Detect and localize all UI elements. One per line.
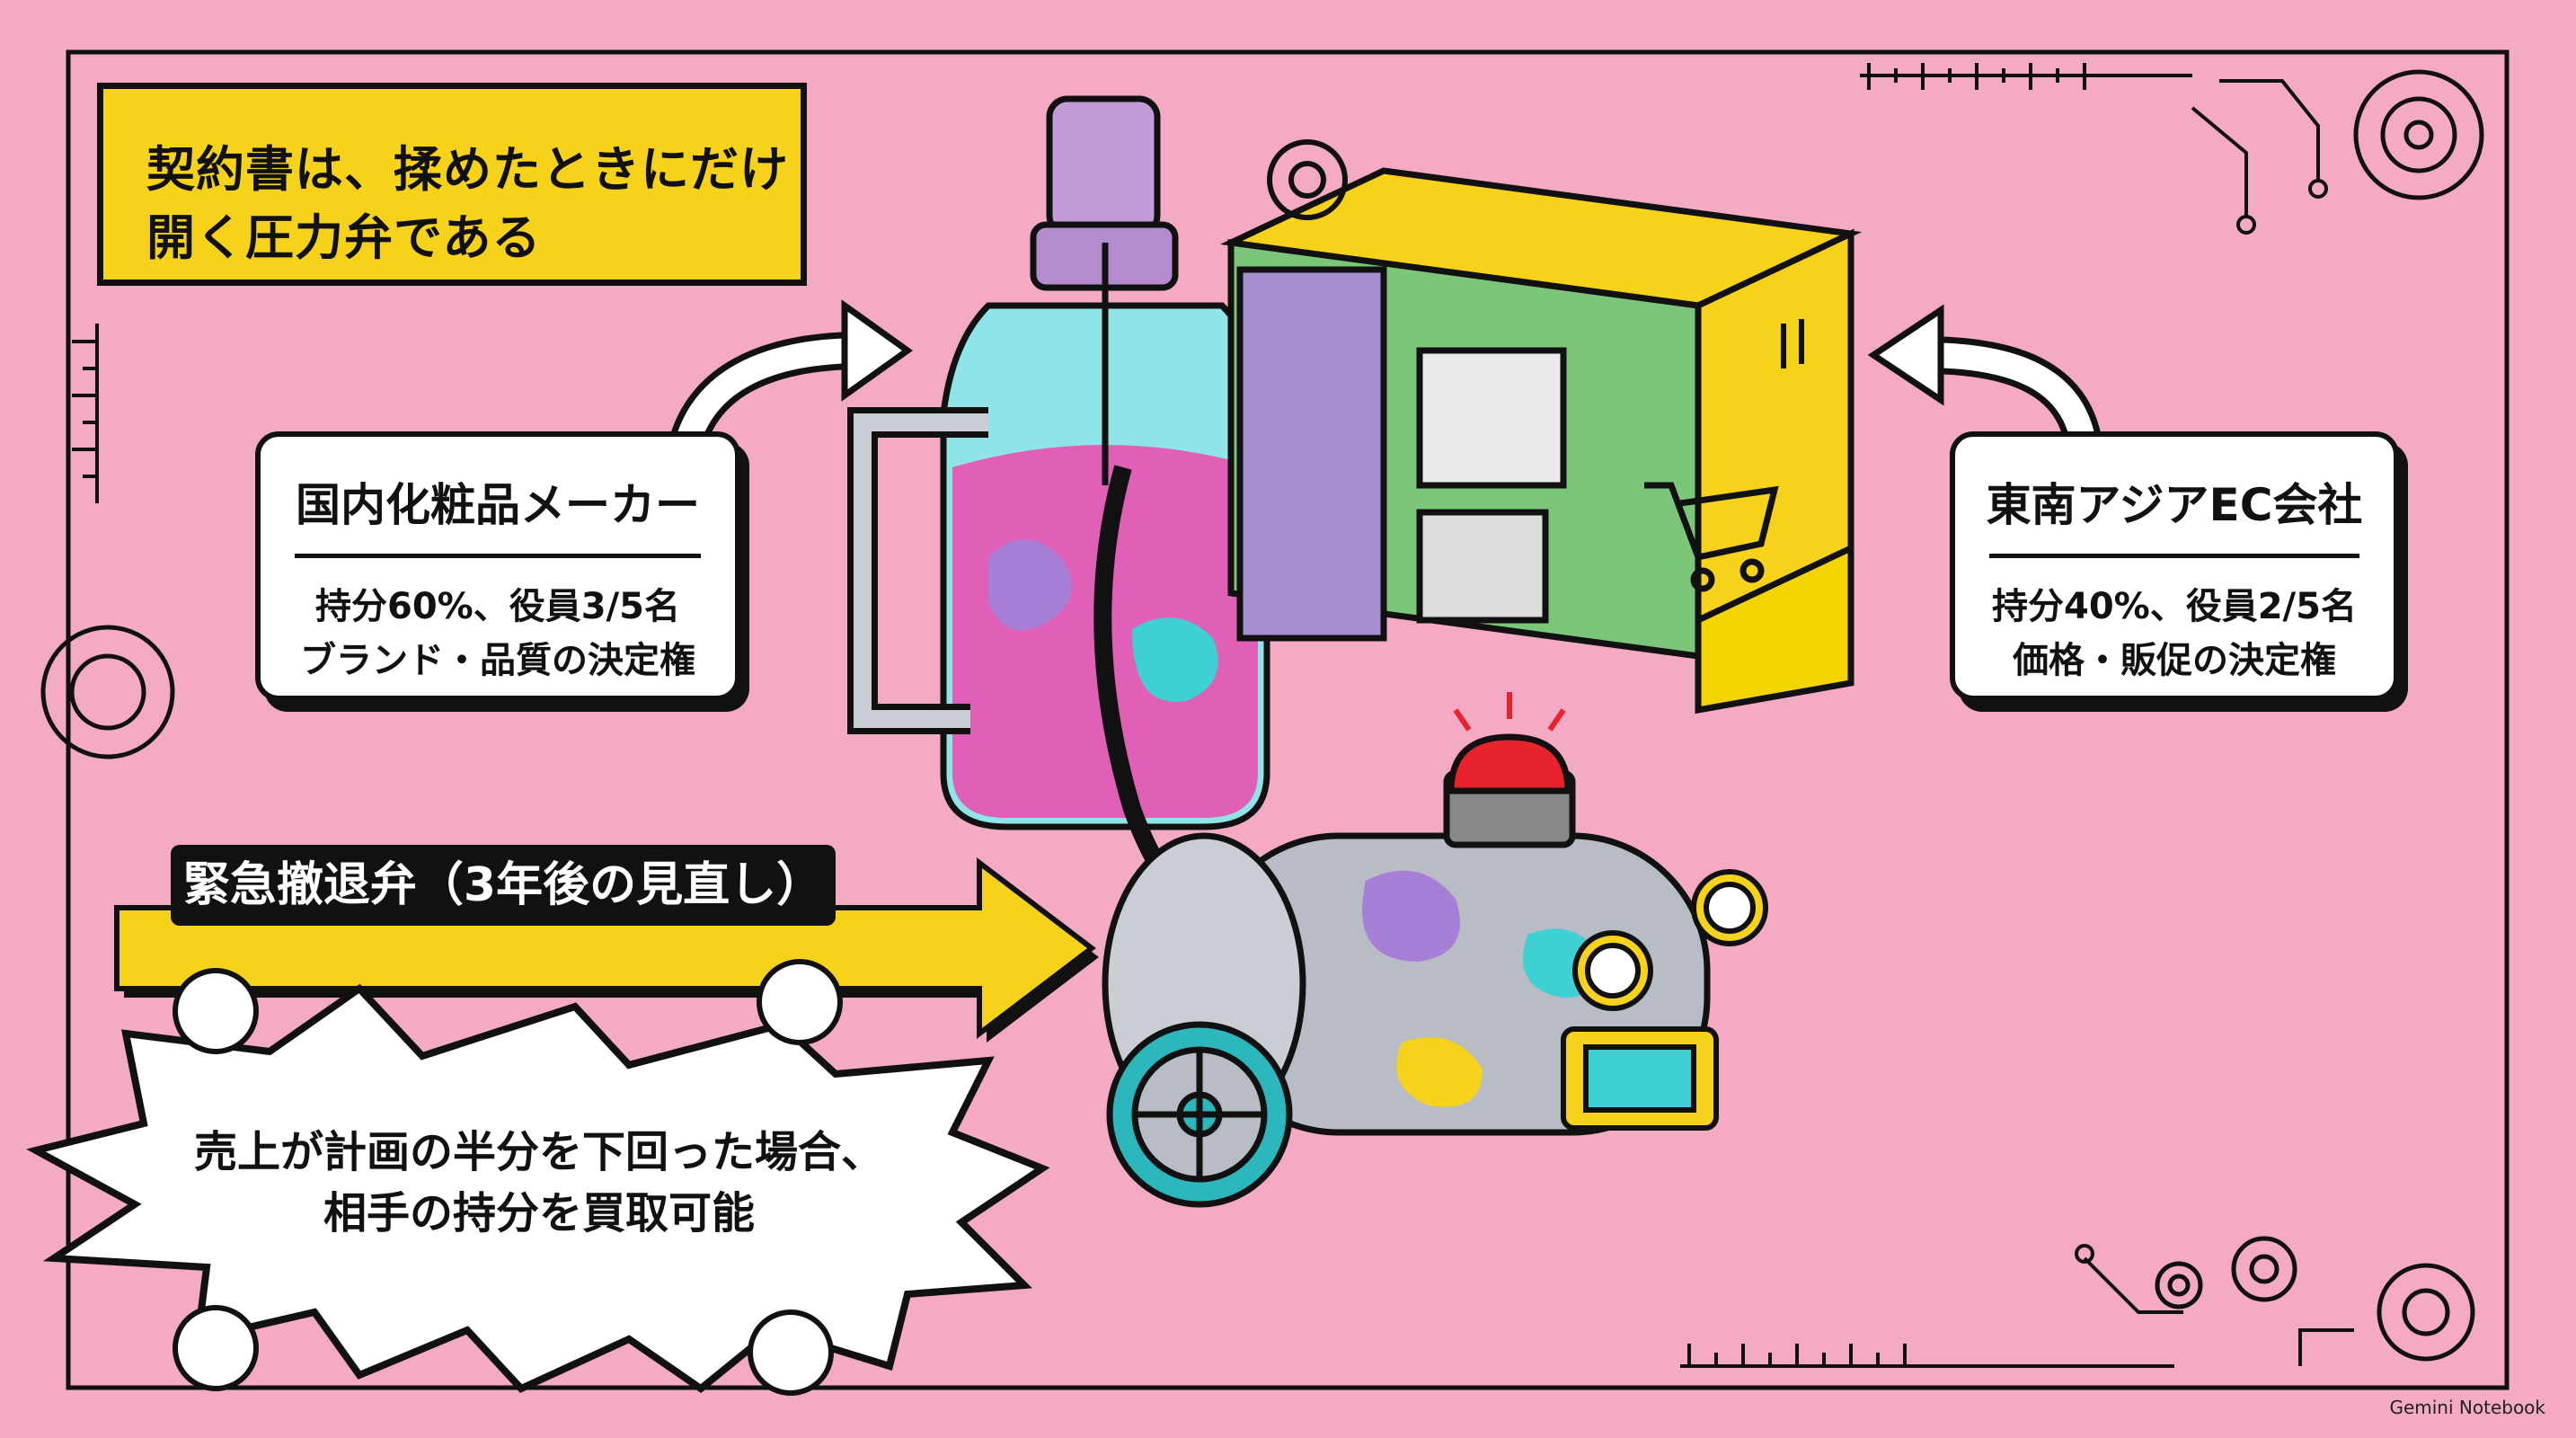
burst-shape bbox=[26, 959, 1050, 1396]
right-party-divider bbox=[1989, 554, 2359, 558]
title-text: 契約書は、揉めたときにだけ 開く圧力弁である bbox=[146, 136, 789, 272]
emergency-valve-label: 緊急撤退弁（3年後の見直し） bbox=[171, 845, 836, 926]
title-box: 契約書は、揉めたときにだけ 開く圧力弁である bbox=[97, 83, 807, 286]
emergency-arrow bbox=[114, 857, 1099, 1043]
right-party-name: 東南アジアEC会社 bbox=[1986, 479, 2363, 531]
alarm-light-icon bbox=[1447, 692, 1571, 794]
condition-line-2: 相手の持分を買取可能 bbox=[323, 1188, 755, 1238]
left-party-line-1: 持分60%、役員3/5名 bbox=[314, 586, 680, 627]
watermark: Gemini Notebook bbox=[2389, 1397, 2545, 1418]
shipping-machine bbox=[1219, 167, 1863, 715]
gear-icon bbox=[2155, 1236, 2475, 1362]
condition-text: 売上が計画の半分を下回った場合、 相手の持分を買取可能 bbox=[135, 1122, 943, 1244]
gear-icon bbox=[40, 625, 175, 759]
valve-wheel-icon bbox=[1106, 1021, 1293, 1208]
ruler-left bbox=[72, 324, 99, 503]
right-party-card: 東南アジアEC会社 持分40%、役員2/5名 価格・販促の決定権 bbox=[1950, 431, 2399, 701]
tank-screen bbox=[1561, 1026, 1719, 1131]
outer-frame bbox=[66, 49, 2510, 1390]
left-party-divider bbox=[295, 554, 701, 558]
left-party-line-2: ブランド・品質の決定権 bbox=[300, 640, 695, 681]
title-line-2: 開く圧力弁である bbox=[146, 209, 542, 266]
this-side-up-icon bbox=[1781, 319, 1804, 368]
ruler-top bbox=[1860, 63, 2192, 90]
title-line-1: 契約書は、揉めたときにだけ bbox=[146, 141, 789, 198]
circuit-traces bbox=[2075, 79, 2354, 1366]
left-party-name: 国内化粧品メーカー bbox=[296, 479, 700, 531]
right-party-line-1: 持分40%、役員2/5名 bbox=[1991, 586, 2357, 627]
pressure-gauge-icon bbox=[1572, 869, 1768, 1011]
left-party-card: 国内化粧品メーカー 持分60%、役員3/5名 ブランド・品質の決定権 bbox=[255, 431, 740, 701]
inflow-arrow-right bbox=[1867, 304, 2103, 468]
cart-icon bbox=[1644, 482, 1779, 592]
gear-icon bbox=[1267, 139, 1348, 220]
ruler-bottom bbox=[1680, 1344, 2174, 1368]
condition-line-1: 売上が計画の半分を下回った場合、 bbox=[193, 1127, 884, 1177]
right-party-line-2: 価格・販促の決定権 bbox=[2013, 640, 2336, 681]
gear-icon bbox=[2353, 69, 2484, 200]
